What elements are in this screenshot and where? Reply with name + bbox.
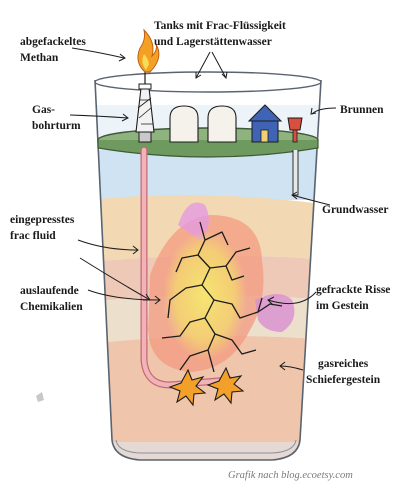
- label-rig-line2: bohrturm: [32, 118, 81, 134]
- label-injected: eingepresstes frac fluid: [10, 212, 74, 244]
- label-flare-line2: Methan: [20, 50, 86, 66]
- tank-right: [208, 106, 236, 142]
- label-fractures: gefrackte Risse im Gestein: [316, 282, 390, 314]
- label-tanks-line2: und Lagerstättenwasser: [154, 34, 286, 50]
- label-rig-line1: Gas-: [32, 102, 81, 118]
- tank-left: [170, 106, 198, 142]
- label-injected-line2: frac fluid: [10, 228, 74, 244]
- label-well: Brunnen: [340, 102, 383, 118]
- image-credit: Grafik nach blog.ecoetsy.com: [228, 470, 353, 481]
- decoration-mark: [36, 392, 44, 402]
- label-shale: gasreiches Schiefergestein: [306, 356, 380, 388]
- label-shale-line2: Schiefergestein: [306, 372, 380, 388]
- label-injected-line1: eingepresstes: [10, 212, 74, 228]
- label-leaking-line2: Chemikalien: [20, 299, 83, 315]
- label-tanks-line1: Tanks mit Frac-Flüssigkeit: [154, 18, 286, 34]
- label-leaking-line1: auslaufende: [20, 283, 83, 299]
- label-shale-line1: gasreiches: [306, 356, 380, 372]
- glass-base: [90, 442, 330, 470]
- gas-drilling-rig: [136, 72, 154, 142]
- label-fractures-line2: im Gestein: [316, 298, 390, 314]
- glass-rim: [95, 72, 321, 92]
- label-rig: Gas- bohrturm: [32, 102, 81, 134]
- label-fractures-line1: gefrackte Risse: [316, 282, 390, 298]
- label-groundwater: Grundwasser: [322, 202, 388, 218]
- label-flare: abgefackeltes Methan: [20, 34, 86, 66]
- label-tanks: Tanks mit Frac-Flüssigkeit und Lagerstät…: [154, 18, 286, 50]
- label-leaking: auslaufende Chemikalien: [20, 283, 83, 315]
- label-flare-line1: abgefackeltes: [20, 34, 86, 50]
